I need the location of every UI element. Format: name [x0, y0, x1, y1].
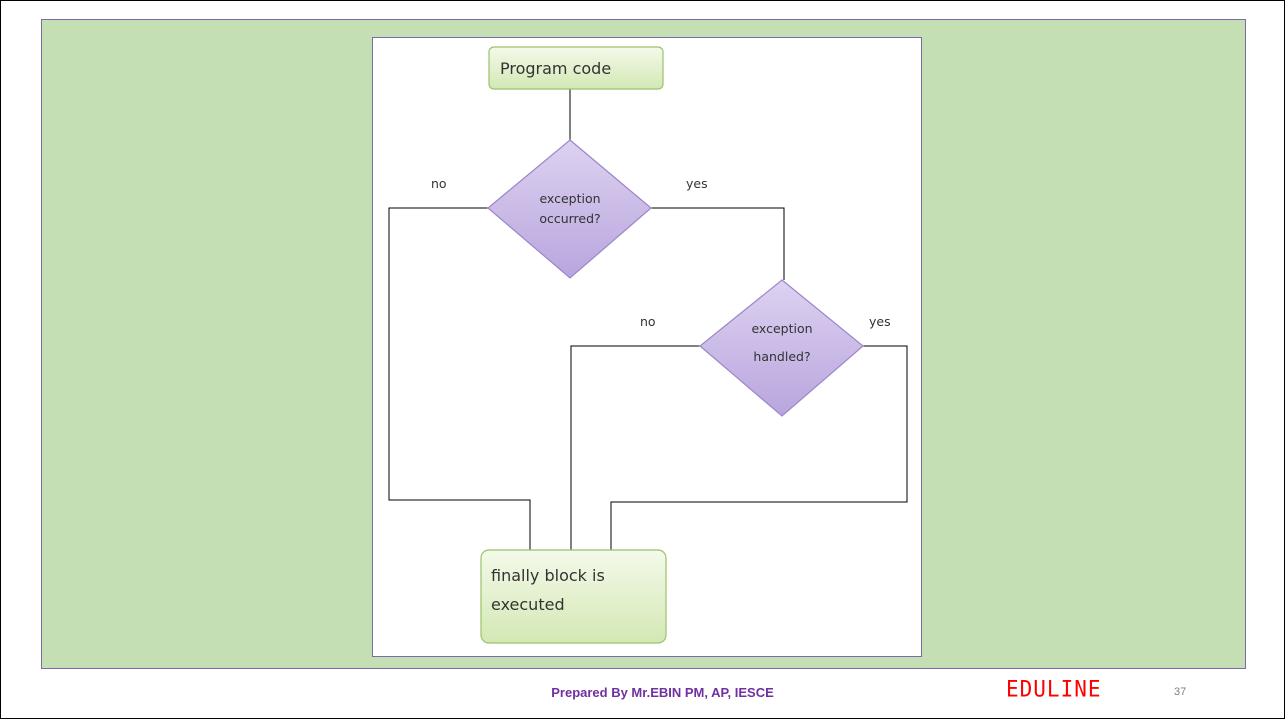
connectors — [388, 88, 908, 550]
decision2-label-line1: exception — [751, 321, 812, 336]
decision2-yes-label: yes — [869, 314, 891, 329]
decision1-yes-label: yes — [686, 176, 708, 191]
start-node-label: Program code — [500, 59, 611, 78]
decision2-no-label: no — [640, 314, 656, 329]
connector-decision1-yes — [651, 207, 785, 280]
finally-node-label-line2: executed — [491, 595, 565, 614]
decision2-label-line2: handled? — [753, 349, 810, 364]
decision1-no-label: no — [431, 176, 447, 191]
connector-decision2-no — [570, 345, 700, 550]
footer-credit: Prepared By Mr.EBIN PM, AP, IESCE — [1, 685, 1284, 700]
finally-node — [480, 549, 667, 644]
connector-decision2-yes — [610, 345, 908, 550]
finally-node-label-line1: finally block is — [491, 566, 605, 585]
footer-credit-text: Prepared By Mr.EBIN PM, AP, IESCE — [551, 685, 774, 700]
eduline-logo: EDULINE — [1006, 676, 1102, 702]
decision-exception-handled — [699, 279, 864, 417]
decision-exception-occurred — [487, 139, 652, 279]
connector-decision1-no — [388, 207, 531, 550]
page-number: 37 — [1174, 686, 1187, 698]
decision1-label-line2: occurred? — [539, 211, 600, 226]
flowchart-frame: Program code exception occurred? no yes … — [372, 37, 922, 657]
decision1-label-line1: exception — [539, 191, 600, 206]
flowchart: Program code exception occurred? no yes … — [388, 46, 908, 644]
start-node — [488, 46, 664, 90]
